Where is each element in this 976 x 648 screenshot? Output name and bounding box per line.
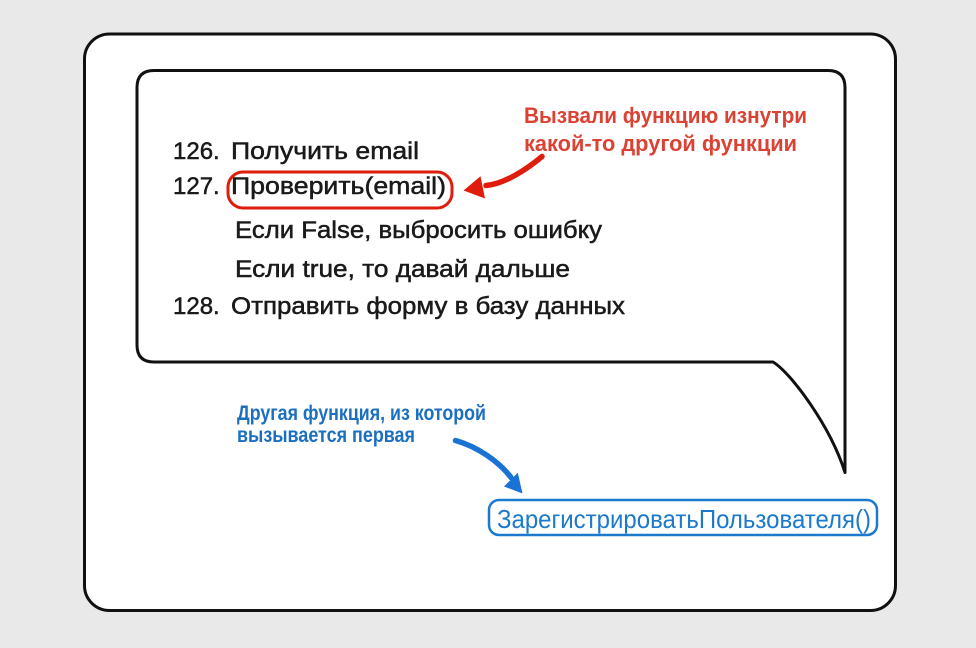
svg-text:вызывается первая: вызывается первая [237, 424, 415, 447]
svg-text:Проверить(email): Проверить(email) [231, 173, 446, 200]
svg-text:Получить email: Получить email [231, 138, 419, 165]
svg-text:126.: 126. [173, 138, 220, 165]
svg-text:Отправить форму в базу данных: Отправить форму в базу данных [231, 293, 625, 320]
svg-text:ЗарегистрироватьПользователя(): ЗарегистрироватьПользователя() [497, 504, 871, 534]
svg-text:Другая функция, из которой: Другая функция, из которой [237, 402, 486, 425]
svg-text:128.: 128. [173, 293, 220, 320]
svg-text:Если true, то давай дальше: Если true, то давай дальше [235, 256, 570, 283]
svg-text:127.: 127. [173, 173, 220, 200]
svg-text:Если False, выбросить ошибку: Если False, выбросить ошибку [235, 217, 602, 244]
svg-text:Вызвали функцию изнутри: Вызвали функцию изнутри [524, 103, 807, 128]
svg-text:какой-то другой функции: какой-то другой функции [524, 131, 797, 156]
